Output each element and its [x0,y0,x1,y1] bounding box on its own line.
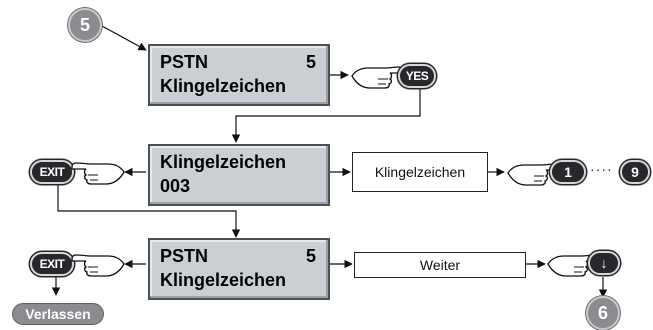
exit-key-middle[interactable]: EXIT [30,160,74,184]
arrow-start-to-screen [101,25,147,51]
digit-key-1-label: 1 [564,164,572,180]
pointing-hand-icon [71,162,125,185]
arrow-exit-to-bottom [57,185,241,238]
lcd-bottom-line2: Klingelzeichen [160,270,287,290]
setting-box-label: Klingelzeichen [374,164,466,180]
yes-key-label: YES [405,69,429,83]
setting-box: Klingelzeichen [352,152,488,192]
digit-key-9[interactable]: 9 [620,160,650,184]
lcd-screen-top: PSTN 5 Klingelzeichen [148,44,330,106]
down-arrow-key[interactable]: ↓ [588,251,620,275]
digit-key-1[interactable]: 1 [550,160,586,184]
digit-key-9-label: 9 [631,164,639,180]
lcd-top-line2: Klingelzeichen [160,76,287,96]
lcd-screen-bottom: PSTN 5 Klingelzeichen [148,238,330,300]
lcd-top-line1: PSTN [160,52,209,72]
next-box: Weiter [354,252,526,278]
next-box-label: Weiter [419,257,461,273]
exit-result-badge: Verlassen [12,303,104,325]
down-arrow-icon: ↓ [600,255,608,271]
exit-key-bottom[interactable]: EXIT [30,252,74,276]
exit-key-bottom-label: EXIT [39,257,65,271]
lcd-top-number: 5 [305,52,316,72]
pointing-hand-icon [351,66,405,89]
lcd-middle-line2: 003 [160,176,191,196]
step-6-badge: 6 [586,296,620,330]
lcd-bottom-number: 5 [305,246,316,266]
lcd-middle-line1: Klingelzeichen [160,152,287,172]
yes-key[interactable]: YES [398,64,436,88]
pointing-hand-icon [547,254,601,277]
pointing-hand-icon [507,163,561,186]
step-6-label: 6 [597,302,608,323]
pointing-hand-icon [71,254,125,277]
exit-result-label: Verlassen [25,306,91,322]
exit-key-middle-label: EXIT [39,165,65,179]
digit-range-ellipsis: ···· [590,161,613,177]
lcd-screen-middle: Klingelzeichen 003 [148,144,330,206]
lcd-bottom-line1: PSTN [160,246,209,266]
step-5-label: 5 [79,14,90,35]
step-5-badge: 5 [68,8,102,42]
arrow-yes-to-middle [231,88,421,143]
